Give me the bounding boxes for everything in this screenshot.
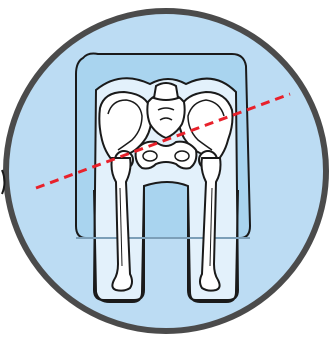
lumbar-vertebra (154, 83, 178, 100)
edge-tick (2, 170, 5, 194)
